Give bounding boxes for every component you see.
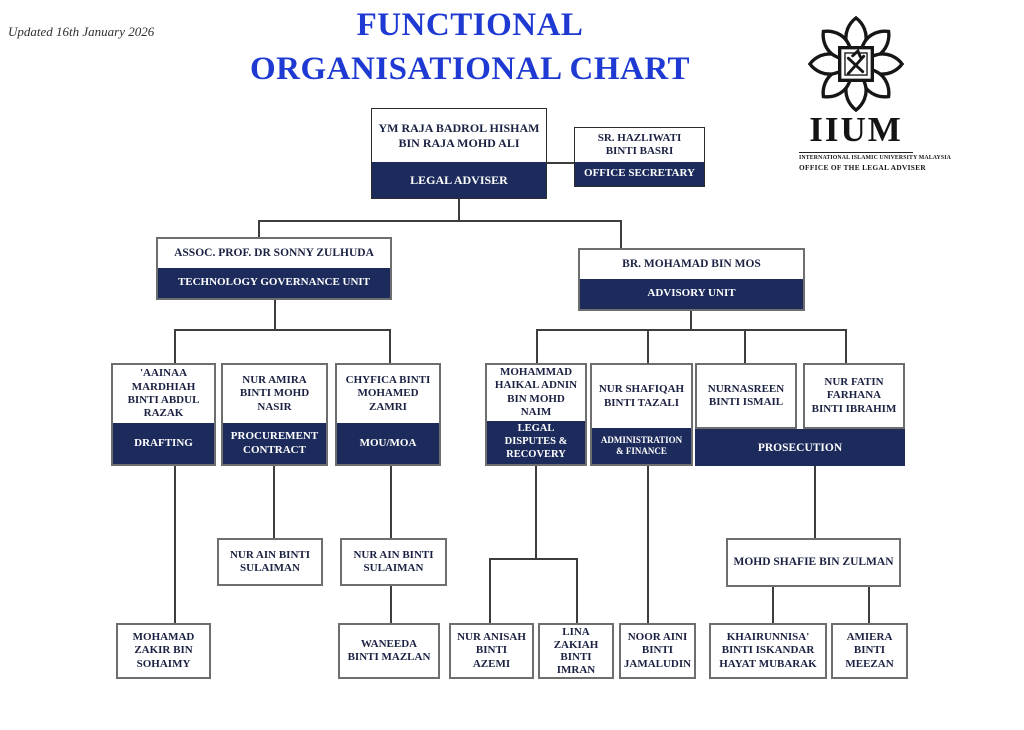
connector-line — [620, 220, 622, 248]
node-nur-ain-sulaiman-left: NUR AIN BINTI SULAIMAN — [217, 538, 323, 586]
logo-university-name: INTERNATIONAL ISLAMIC UNIVERSITY MALAYSI… — [799, 151, 951, 161]
logo-acronym: IIUM — [809, 110, 903, 149]
connector-line — [458, 199, 460, 222]
unit-label: LEGAL ADVISER — [372, 162, 546, 198]
node-mohd-shafie: MOHD SHAFIE BIN ZULMAN — [726, 538, 901, 587]
connector-line — [273, 466, 275, 538]
node-noor-aini: NOOR AINI BINTI JAMALUDIN — [619, 623, 696, 679]
node-waneeda: WANEEDA BINTI MAZLAN — [338, 623, 440, 679]
unit-label: PROCUREMENT CONTRACT — [223, 423, 326, 464]
person-name: NUR AIN BINTI SULAIMAN — [353, 548, 434, 574]
connector-line — [772, 587, 774, 623]
node-office-secretary: SR. HAZLIWATI BINTI BASRI OFFICE SECRETA… — [574, 127, 705, 187]
connector-line — [174, 329, 391, 331]
node-nur-ain-sulaiman-right: NUR AIN BINTI SULAIMAN — [340, 538, 447, 586]
connector-line — [489, 558, 491, 623]
connector-line — [868, 587, 870, 623]
person-name: NUR AMIRA BINTI MOHD NASIR — [239, 373, 310, 413]
connector-line — [536, 329, 538, 363]
node-mohamad-zakir: MOHAMAD ZAKIR BIN SOHAIMY — [116, 623, 211, 679]
person-name: LINA ZAKIAH BINTI IMRAN — [553, 626, 599, 676]
node-khairunnisa: KHAIRUNNISA' BINTI ISKANDAR HAYAT MUBARA… — [709, 623, 827, 679]
person-name: MOHAMAD ZAKIR BIN SOHAIMY — [132, 630, 195, 670]
node-prosecution-member-2: NUR FATIN FARHANA BINTI IBRAHIM — [803, 363, 905, 429]
node-prosecution-member-1: NURNASREEN BINTI ISMAIL — [695, 363, 797, 429]
person-name: 'AAINAA MARDHIAH BINTI ABDUL RAZAK — [127, 367, 200, 420]
person-name: SR. HAZLIWATI BINTI BASRI — [597, 131, 682, 157]
node-technology-governance-unit: ASSOC. PROF. DR SONNY ZULHUDA TECHNOLOGY… — [156, 237, 392, 300]
connector-line — [744, 329, 746, 363]
connector-line — [274, 300, 276, 330]
page-title-line2: ORGANISATIONAL CHART — [249, 50, 691, 87]
person-name: MOHAMMAD HAIKAL ADNIN BIN MOHD NAIM — [494, 366, 578, 419]
person-name: AMIERA BINTI MEEZAN — [845, 630, 894, 670]
unit-label: ADVISORY UNIT — [580, 279, 803, 309]
node-legal-disputes-recovery: MOHAMMAD HAIKAL ADNIN BIN MOHD NAIM LEGA… — [485, 363, 587, 466]
person-name: CHYFICA BINTI MOHAMED ZAMRI — [345, 373, 431, 413]
prosecution-unit-band: PROSECUTION — [695, 429, 905, 466]
connector-line — [547, 162, 574, 164]
node-nur-anisah: NUR ANISAH BINTI AZEMI — [449, 623, 534, 679]
node-legal-adviser: YM RAJA BADROL HISHAM BIN RAJA MOHD ALI … — [371, 108, 547, 199]
person-name: NURNASREEN BINTI ISMAIL — [707, 382, 785, 408]
connector-line — [390, 466, 392, 538]
unit-label: OFFICE SECRETARY — [575, 162, 704, 186]
connector-line — [258, 220, 622, 222]
connector-line — [489, 558, 578, 560]
node-mou-moa: CHYFICA BINTI MOHAMED ZAMRI MOU/MOA — [335, 363, 441, 466]
person-name: ASSOC. PROF. DR SONNY ZULHUDA — [174, 247, 374, 260]
person-name: WANEEDA BINTI MAZLAN — [347, 637, 431, 663]
connector-line — [390, 586, 392, 623]
unit-label: LEGAL DISPUTES & RECOVERY — [487, 420, 585, 464]
node-administration-finance: NUR SHAFIQAH BINTI TAZALI ADMINISTRATION… — [590, 363, 693, 466]
connector-line — [647, 466, 649, 623]
iium-logo: IIUM INTERNATIONAL ISLAMIC UNIVERSITY MA… — [799, 16, 951, 172]
connector-line — [536, 329, 847, 331]
node-amiera: AMIERA BINTI MEEZAN — [831, 623, 908, 679]
page-title: FUNCTIONAL ORGANISATIONAL CHART — [220, 4, 720, 92]
connector-line — [690, 311, 692, 330]
unit-label: ADMINISTRATION & FINANCE — [592, 428, 691, 464]
unit-label: TECHNOLOGY GOVERNANCE UNIT — [158, 268, 390, 298]
person-name: NUR ANISAH BINTI AZEMI — [457, 630, 526, 670]
connector-line — [174, 466, 176, 623]
connector-line — [647, 329, 649, 363]
connector-line — [535, 466, 537, 559]
connector-line — [174, 329, 176, 363]
node-lina-zakiah: LINA ZAKIAH BINTI IMRAN — [538, 623, 614, 679]
unit-label: DRAFTING — [113, 423, 214, 464]
page-title-line1: FUNCTIONAL — [356, 7, 584, 43]
connector-line — [845, 329, 847, 363]
node-drafting: 'AAINAA MARDHIAH BINTI ABDUL RAZAK DRAFT… — [111, 363, 216, 466]
person-name: NOOR AINI BINTI JAMALUDIN — [623, 630, 692, 670]
person-name: NUR SHAFIQAH BINTI TAZALI — [598, 383, 685, 409]
connector-line — [576, 558, 578, 623]
node-advisory-unit: BR. MOHAMAD BIN MOS ADVISORY UNIT — [578, 248, 805, 311]
person-name: NUR AIN BINTI SULAIMAN — [229, 548, 311, 574]
person-name: YM RAJA BADROL HISHAM BIN RAJA MOHD ALI — [378, 120, 540, 150]
iium-flower-emblem-icon — [808, 16, 904, 112]
person-name: KHAIRUNNISA' BINTI ISKANDAR HAYAT MUBARA… — [719, 630, 817, 670]
connector-line — [258, 220, 260, 237]
person-name: MOHD SHAFIE BIN ZULMAN — [733, 556, 894, 569]
connector-line — [814, 466, 816, 538]
connector-line — [389, 329, 391, 363]
updated-note: Updated 16th January 2026 — [8, 24, 155, 39]
unit-label: MOU/MOA — [337, 423, 439, 464]
person-name: NUR FATIN FARHANA BINTI IBRAHIM — [811, 375, 897, 415]
logo-office-name: OFFICE OF THE LEGAL ADVISER — [799, 162, 927, 172]
node-procurement-contract: NUR AMIRA BINTI MOHD NASIR PROCUREMENT C… — [221, 363, 328, 466]
person-name: BR. MOHAMAD BIN MOS — [622, 258, 761, 271]
